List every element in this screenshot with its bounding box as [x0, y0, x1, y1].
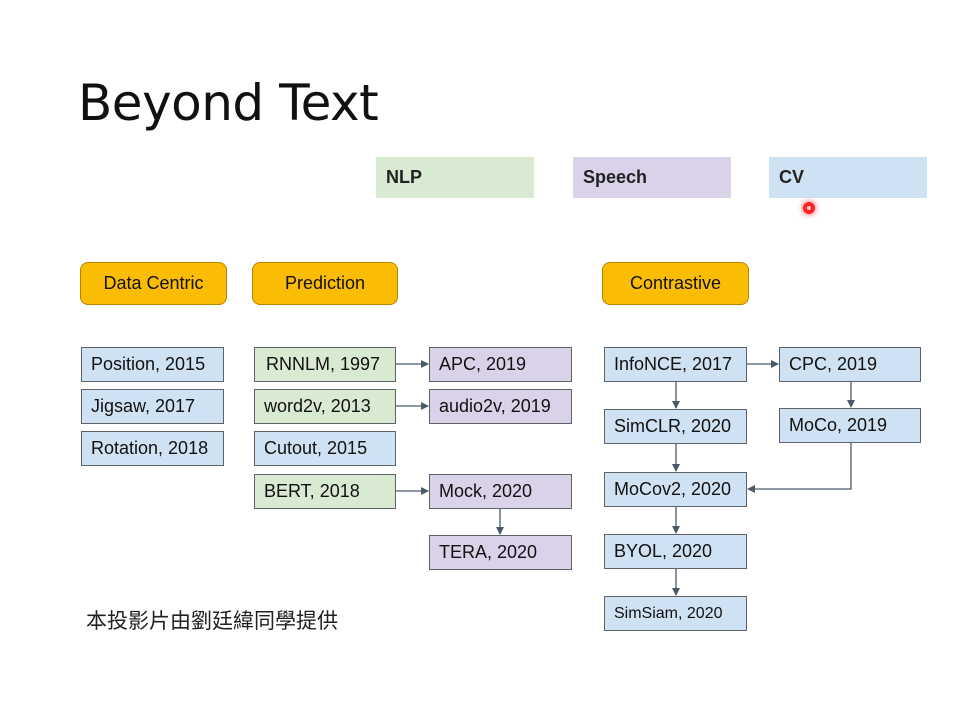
node-bert: BERT, 2018	[254, 474, 396, 509]
category-prediction: Prediction	[252, 262, 398, 305]
slide-title: Beyond Text	[78, 74, 379, 132]
node-moco: MoCo, 2019	[779, 408, 921, 443]
node-rnnlm: RNNLM, 1997	[254, 347, 396, 382]
legend-nlp: NLP	[376, 157, 534, 198]
node-jigsaw: Jigsaw, 2017	[81, 389, 224, 424]
node-infonce: InfoNCE, 2017	[604, 347, 747, 382]
node-tera: TERA, 2020	[429, 535, 572, 570]
node-word2v: word2v, 2013	[254, 389, 396, 424]
node-position: Position, 2015	[81, 347, 224, 382]
node-cpc: CPC, 2019	[779, 347, 921, 382]
node-byol: BYOL, 2020	[604, 534, 747, 569]
legend-cv: CV	[769, 157, 927, 198]
category-contrastive: Contrastive	[602, 262, 749, 305]
node-simclr: SimCLR, 2020	[604, 409, 747, 444]
arrow-moco-mocov2	[747, 443, 852, 493]
node-apc: APC, 2019	[429, 347, 572, 382]
node-mocov2: MoCov2, 2020	[604, 472, 747, 507]
node-simsiam: SimSiam, 2020	[604, 596, 747, 631]
legend-speech: Speech	[573, 157, 731, 198]
node-audio2v: audio2v, 2019	[429, 389, 572, 424]
credit-text: 本投影片由劉廷緯同學提供	[86, 609, 338, 633]
laser-pointer	[803, 202, 815, 214]
node-mock: Mock, 2020	[429, 474, 572, 509]
category-data-centric: Data Centric	[80, 262, 227, 305]
node-cutout: Cutout, 2015	[254, 431, 396, 466]
node-rotation: Rotation, 2018	[81, 431, 224, 466]
